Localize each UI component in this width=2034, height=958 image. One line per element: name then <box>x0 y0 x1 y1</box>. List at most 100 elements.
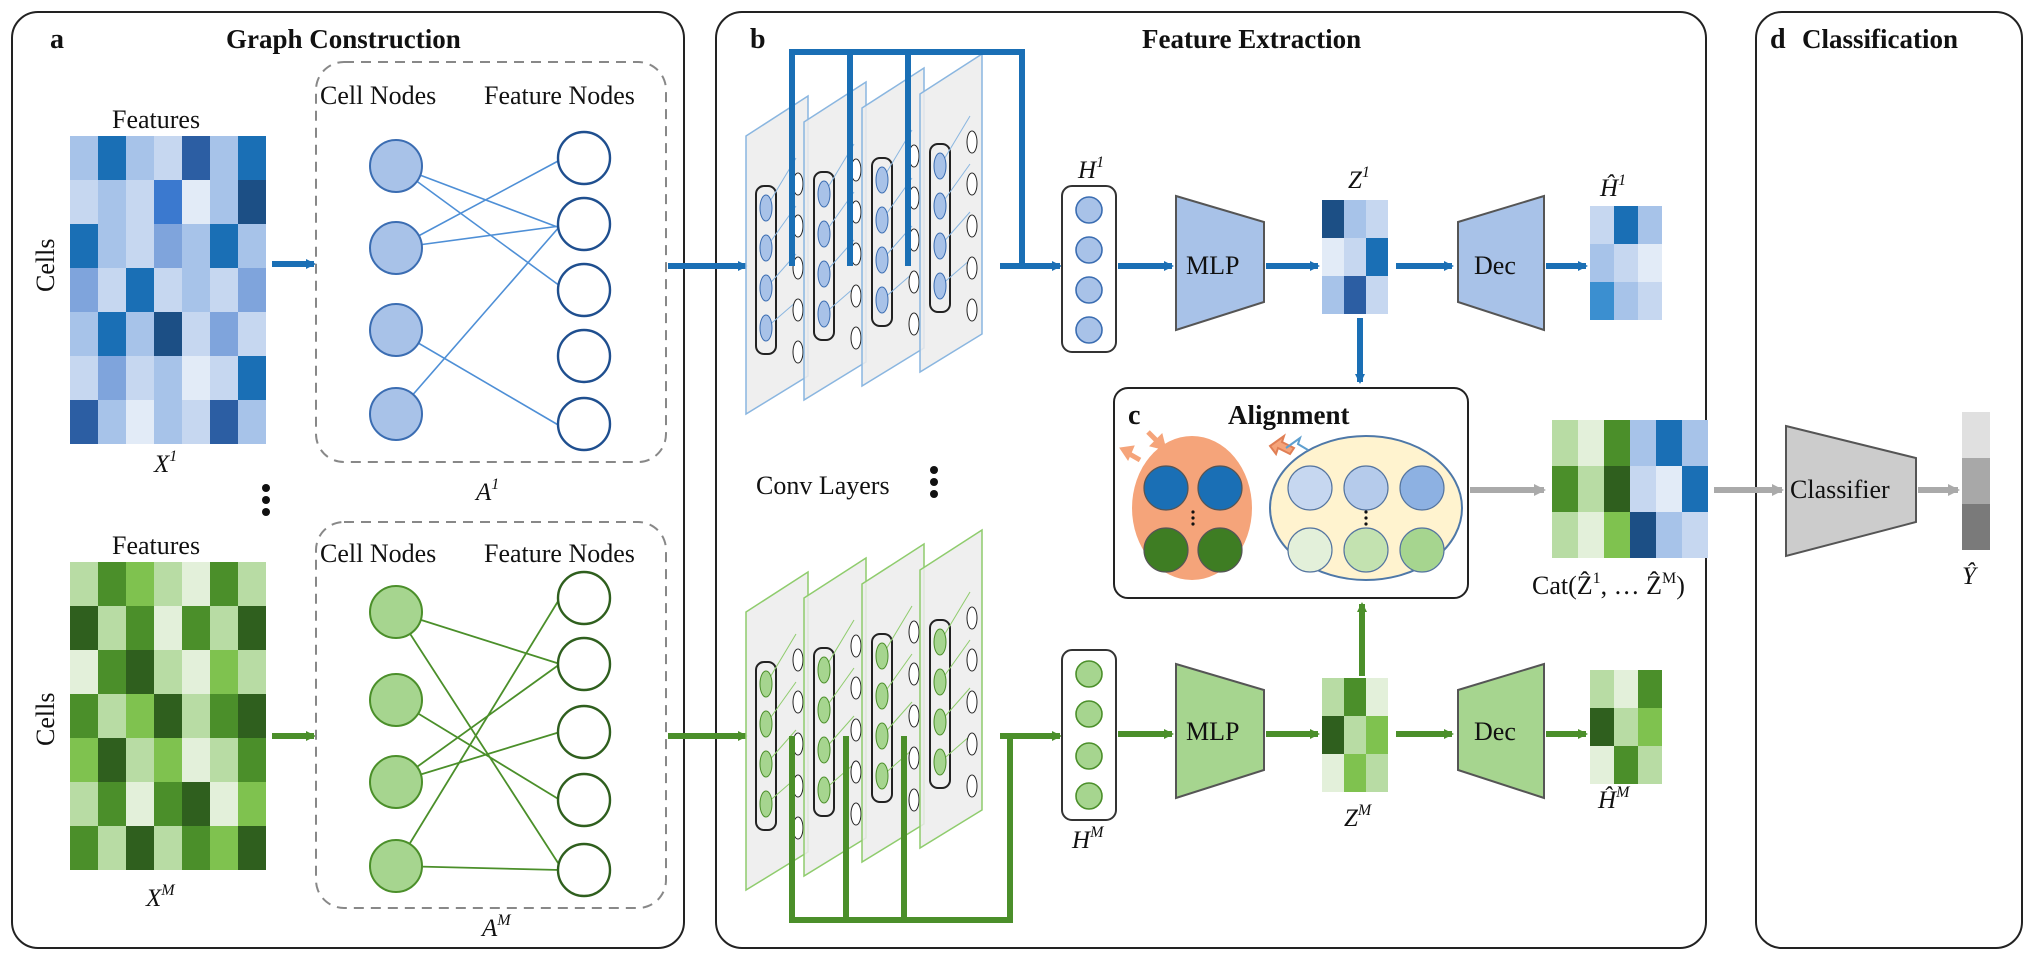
heatmap-cell <box>1344 276 1366 314</box>
heatmap-cell <box>70 826 98 870</box>
conv-layer-output-node <box>850 760 862 784</box>
conv-layer-node <box>933 668 947 696</box>
heatmap-cell <box>1614 282 1638 320</box>
conv-layer-output-node <box>966 690 978 714</box>
conv-layer-output-node <box>850 634 862 658</box>
conv-layer-output-node <box>792 256 804 280</box>
heatmap-cell <box>182 356 210 400</box>
a-top-label: A1 <box>474 476 499 506</box>
heatmap-cell <box>210 180 238 224</box>
heatmap-cell <box>182 180 210 224</box>
heatmap-cell <box>98 606 126 650</box>
heatmap-cell <box>1366 678 1388 716</box>
conv-layer-output-node <box>966 774 978 798</box>
pull-together-arrows-icon <box>1119 430 1167 463</box>
cluster-cream-dots <box>1364 510 1368 526</box>
bipartite-edges-top <box>395 159 561 427</box>
dec-label-top: Dec <box>1474 251 1516 280</box>
y-hat-cell <box>1962 504 1990 550</box>
heatmap-cell <box>182 650 210 694</box>
heatmap-cell <box>70 562 98 606</box>
heatmap-cell <box>1578 466 1604 512</box>
heatmap-cell <box>70 650 98 694</box>
mlp-encoder-bottom <box>1175 662 1265 800</box>
heatmap-cell <box>70 224 98 268</box>
conv-layer-node <box>933 708 947 736</box>
heatmap-cell <box>126 606 154 650</box>
heatmap-cell <box>1630 420 1656 466</box>
conv-layer-node <box>817 300 831 328</box>
heatmap-cell <box>154 136 182 180</box>
conv-layer-node <box>759 710 773 738</box>
hhat-top-heatmap <box>1590 206 1662 320</box>
heatmap-cell <box>210 738 238 782</box>
mlp-label-top: MLP <box>1186 251 1239 280</box>
heatmap-cell <box>182 312 210 356</box>
heatmap-cell <box>210 224 238 268</box>
cluster-cream-nodes <box>1287 465 1445 573</box>
heatmap-cell <box>210 826 238 870</box>
y-hat-cell <box>1962 412 1990 458</box>
h-top-nodes <box>1075 196 1103 344</box>
heatmap-cell <box>238 400 266 444</box>
heatmap-cell <box>238 136 266 180</box>
conv-layer-output-node <box>966 732 978 756</box>
panel-d-letter: d <box>1770 24 1786 55</box>
conv-layer-node-frame <box>929 143 951 313</box>
conv-layer-node <box>875 206 889 234</box>
x-top-label: X1 <box>153 448 177 478</box>
heatmap-cell <box>1638 206 1662 244</box>
heatmap-cell <box>70 738 98 782</box>
heatmap-cell <box>98 268 126 312</box>
conv-layer-node <box>933 272 947 300</box>
dec-label-bottom: Dec <box>1474 717 1516 746</box>
heatmap-cell <box>98 650 126 694</box>
conv-layer-node <box>817 696 831 724</box>
conv-layer-node <box>933 192 947 220</box>
conv-layer-node-frame <box>755 185 777 355</box>
cat-label: Cat(Ẑ1, … ẐM) <box>1532 570 1685 600</box>
heatmap-cell <box>154 606 182 650</box>
panel-d-frame <box>1755 11 2023 949</box>
conv-layer-node <box>817 180 831 208</box>
heatmap-cell <box>1614 746 1638 784</box>
classifier-label: Classifier <box>1790 475 1890 504</box>
cell-nodes-label-bottom: Cell Nodes <box>320 539 436 568</box>
panel-a-frame <box>11 11 685 949</box>
heatmap-cell <box>1322 754 1344 792</box>
y-hat-label: Ŷ <box>1962 562 1979 590</box>
heatmap-cell <box>70 400 98 444</box>
graph-box-top <box>315 61 667 463</box>
heatmap-cell <box>98 356 126 400</box>
x-top-heatmap <box>70 136 266 444</box>
heatmap-cell <box>98 224 126 268</box>
conv-layer-node <box>759 790 773 818</box>
heatmap-cell <box>98 312 126 356</box>
conv-layer-output-node <box>966 214 978 238</box>
conv-layer-node <box>875 246 889 274</box>
heatmap-cell <box>210 694 238 738</box>
conv-layer-node <box>875 286 889 314</box>
heatmap-cell <box>70 694 98 738</box>
conv-layer-node-frame <box>813 171 835 341</box>
heatmap-cell <box>1590 670 1614 708</box>
conv-layer-output-node <box>850 676 862 700</box>
heatmap-cell <box>154 738 182 782</box>
heatmap-cell <box>238 562 266 606</box>
conv-layer-node-frame <box>929 619 951 789</box>
conv-layer-node <box>933 152 947 180</box>
h-bottom-box <box>1061 649 1117 821</box>
panel-a-letter: a <box>50 24 64 55</box>
heatmap-cell <box>1682 466 1708 512</box>
heatmap-cell <box>154 224 182 268</box>
conv-layer-output-node <box>850 326 862 350</box>
heatmap-cell <box>154 826 182 870</box>
heatmap-cell <box>210 782 238 826</box>
graph-box-bottom <box>315 521 667 909</box>
x-bottom-label: XM <box>145 882 176 912</box>
heatmap-cell <box>210 400 238 444</box>
heatmap-cell <box>1590 746 1614 784</box>
hhat-top-label: Ĥ1 <box>1599 172 1626 202</box>
cell-nodes-label-top: Cell Nodes <box>320 81 436 110</box>
heatmap-cell <box>1656 512 1682 558</box>
